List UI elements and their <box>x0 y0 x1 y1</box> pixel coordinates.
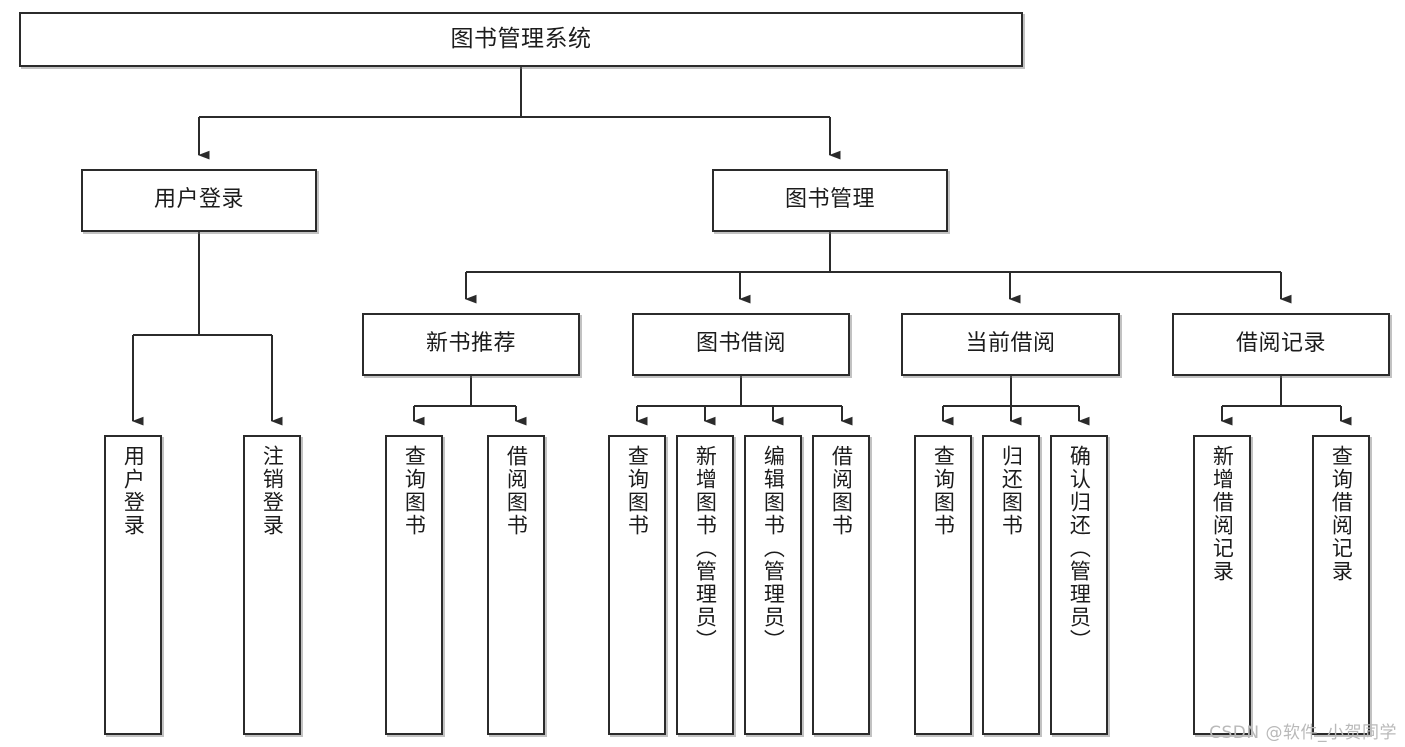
node-label: 借阅记录 <box>1235 331 1326 357</box>
node-current-borrow[interactable]: 当前借阅 <box>901 313 1120 376</box>
node-leaf-borrow-book[interactable]: 借阅图书 <box>812 435 870 735</box>
node-leaf-add-borrow-record[interactable]: 新增借阅记录 <box>1193 435 1251 735</box>
node-label: 确认归还（管理员） <box>1067 445 1092 652</box>
node-label: 用户登录 <box>121 445 146 537</box>
node-book-borrow[interactable]: 图书借阅 <box>632 313 850 376</box>
node-label: 新增图书（管理员） <box>693 445 718 652</box>
node-label: 借阅图书 <box>504 445 529 537</box>
node-leaf-query-book-current[interactable]: 查询图书 <box>914 435 972 735</box>
node-label: 编辑图书（管理员） <box>761 445 786 652</box>
node-label: 当前借阅 <box>965 331 1056 357</box>
node-label: 借阅图书 <box>829 445 854 537</box>
node-leaf-confirm-return[interactable]: 确认归还（管理员） <box>1050 435 1108 735</box>
node-label: 查询图书 <box>625 445 650 537</box>
node-leaf-edit-book[interactable]: 编辑图书（管理员） <box>744 435 802 735</box>
node-leaf-borrow-book-recommend[interactable]: 借阅图书 <box>487 435 545 735</box>
csdn-watermark: CSDN @软件_小贺同学 <box>1209 723 1397 743</box>
node-label: 查询图书 <box>931 445 956 537</box>
node-leaf-logout-login[interactable]: 注销登录 <box>243 435 301 735</box>
node-leaf-query-book-recommend[interactable]: 查询图书 <box>385 435 443 735</box>
node-user-login[interactable]: 用户登录 <box>81 169 317 232</box>
node-leaf-query-borrow-record[interactable]: 查询借阅记录 <box>1312 435 1370 735</box>
node-label: 查询图书 <box>402 445 427 537</box>
node-label: 用户登录 <box>153 187 244 213</box>
node-label: 新书推荐 <box>425 331 516 357</box>
node-label: 查询借阅记录 <box>1329 445 1354 583</box>
node-label: 注销登录 <box>260 445 285 537</box>
node-label: 图书管理系统 <box>450 25 592 52</box>
node-leaf-return-book[interactable]: 归还图书 <box>982 435 1040 735</box>
node-root-system[interactable]: 图书管理系统 <box>19 12 1023 67</box>
node-label: 图书借阅 <box>695 331 786 357</box>
node-leaf-user-login[interactable]: 用户登录 <box>104 435 162 735</box>
node-new-book-recommend[interactable]: 新书推荐 <box>362 313 580 376</box>
node-leaf-add-book[interactable]: 新增图书（管理员） <box>676 435 734 735</box>
node-label: 新增借阅记录 <box>1210 445 1235 583</box>
node-borrow-record[interactable]: 借阅记录 <box>1172 313 1390 376</box>
node-book-manage[interactable]: 图书管理 <box>712 169 948 232</box>
node-leaf-query-book-borrow[interactable]: 查询图书 <box>608 435 666 735</box>
node-label: 归还图书 <box>999 445 1024 537</box>
node-label: 图书管理 <box>784 187 875 213</box>
